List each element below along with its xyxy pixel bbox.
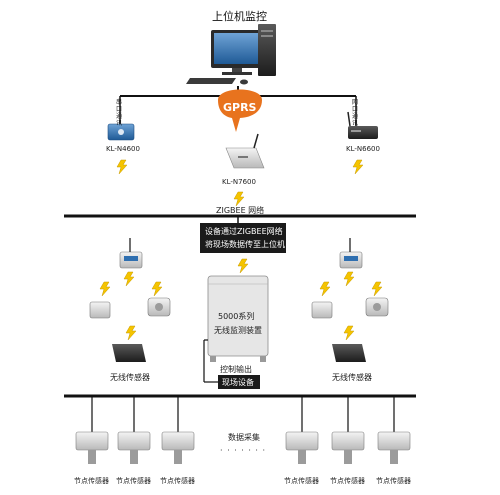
wireless-sensor-left-label: 无线传感器	[110, 373, 150, 382]
info-line-2: 将现场数据传至上位机	[205, 240, 285, 249]
signal-icon	[116, 159, 128, 175]
wireless-cluster-right	[311, 238, 389, 362]
node-sensor-icon	[285, 431, 319, 464]
signal-icon	[343, 325, 355, 341]
node-sensor-icon	[117, 431, 151, 464]
device-right-label: KL-N6600	[346, 145, 380, 153]
control-output-line	[203, 339, 218, 383]
node-sensor-icon	[161, 431, 195, 464]
signal-icon	[319, 281, 331, 297]
node-sensor-icon	[75, 431, 109, 464]
control-output-label: 控制输出	[220, 365, 252, 374]
cabinet-series-label: 5000系列	[218, 312, 255, 321]
serial-device-icon	[107, 123, 135, 141]
signal-icon	[237, 258, 249, 274]
field-equipment-box: 现场设备	[218, 375, 260, 389]
page-title: 上位机监控	[212, 10, 267, 23]
node-sensor-label: 节点传感器	[330, 477, 365, 485]
wireless-sensor-right-label: 无线传感器	[332, 373, 372, 382]
signal-icon	[151, 281, 163, 297]
signal-icon	[352, 159, 364, 175]
network-comm-label: 网口通讯	[351, 99, 358, 127]
network-device-icon	[347, 111, 378, 139]
serial-comm-label: 串口通讯	[115, 99, 122, 127]
computer-icon	[186, 24, 276, 85]
gprs-label: GPRS	[223, 101, 257, 114]
zigbee-bus	[64, 214, 416, 223]
device-left-label: KL-N4600	[106, 145, 140, 153]
node-sensor-label: 节点传感器	[116, 477, 151, 485]
node-sensor-label: 节点传感器	[74, 477, 109, 485]
info-box: 设备通过ZIGBEE网络 将现场数据传至上位机	[200, 223, 286, 253]
info-line-1: 设备通过ZIGBEE网络	[205, 227, 283, 236]
signal-icon	[99, 281, 111, 297]
ellipsis-dots: · · · · · · ·	[220, 446, 267, 455]
device-center-label: KL-N7600	[222, 178, 256, 186]
data-bus	[64, 394, 416, 432]
node-sensor-label: 节点传感器	[160, 477, 195, 485]
gprs-bubble	[218, 89, 262, 132]
monitoring-cabinet	[207, 275, 269, 362]
node-sensor-label: 节点传感器	[376, 477, 411, 485]
wireless-cluster-left	[89, 238, 171, 362]
signal-icon	[343, 271, 355, 287]
signal-icon	[123, 271, 135, 287]
gprs-device-icon	[225, 133, 265, 169]
node-sensor-label: 节点传感器	[284, 477, 319, 485]
node-sensor-icon	[331, 431, 365, 464]
field-equipment-label: 现场设备	[222, 378, 254, 387]
cabinet-device-label: 无线监测装置	[214, 326, 262, 335]
signal-icon	[371, 281, 383, 297]
signal-icon	[125, 325, 137, 341]
data-collection-label: 数据采集	[228, 433, 260, 442]
signal-icon	[233, 191, 245, 207]
zigbee-network-label: ZIGBEE 网络	[216, 206, 265, 215]
node-sensor-icon	[377, 431, 411, 464]
